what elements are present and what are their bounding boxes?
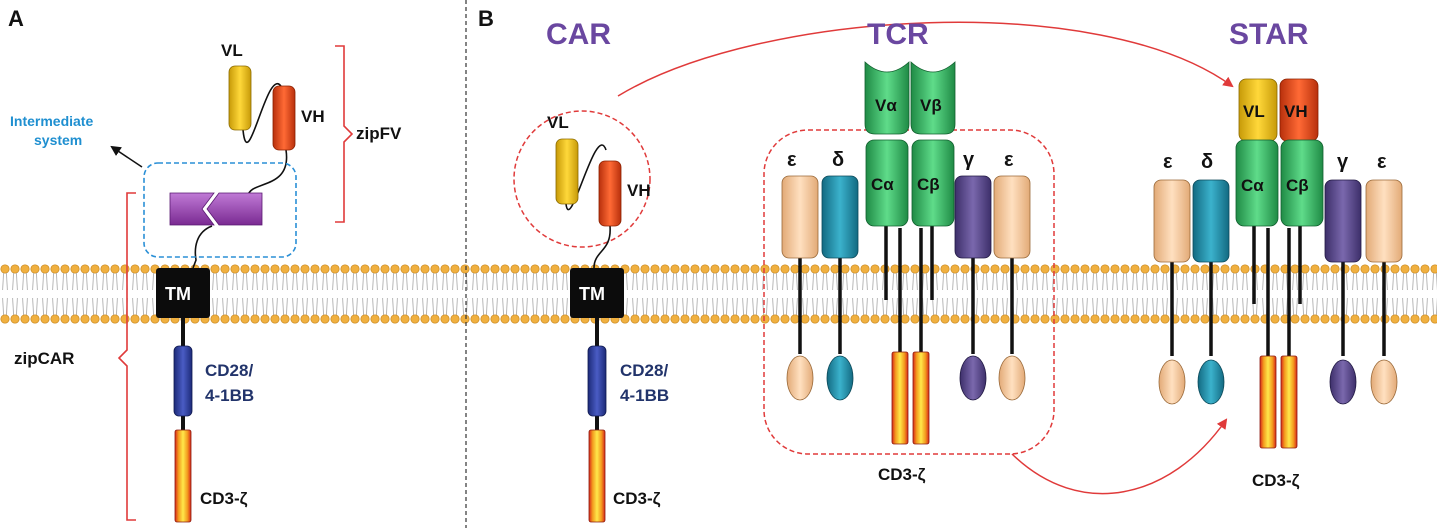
tcr-valpha-domain bbox=[864, 61, 910, 135]
tcr-epsilon1-label: ε bbox=[787, 149, 797, 171]
star-gamma-label: γ bbox=[1337, 151, 1349, 173]
zipper-domain-right bbox=[206, 192, 263, 226]
star-cbeta-domain bbox=[1280, 139, 1324, 227]
tcr-to-star-arrow bbox=[1011, 418, 1228, 495]
panel-a-letter: A bbox=[8, 6, 24, 31]
panel-b: B CAR VL VH TM CD28/ 4-1BB CD3-ζ TCR bbox=[478, 6, 1403, 523]
vh-label: VH bbox=[301, 107, 325, 126]
vl-label: VL bbox=[221, 41, 243, 60]
tcr-title: TCR bbox=[867, 18, 929, 51]
tcr-delta-itam bbox=[826, 355, 854, 401]
car-scfv-linker bbox=[565, 144, 611, 269]
tcr-zeta2-domain bbox=[912, 351, 930, 445]
star-epsilon1-label: ε bbox=[1163, 151, 1173, 173]
tcr-epsilon2-domain bbox=[993, 175, 1031, 259]
star-zeta1-domain bbox=[1259, 355, 1277, 449]
star-calpha-label: Cα bbox=[1241, 176, 1264, 195]
star-gamma-domain bbox=[1324, 179, 1362, 263]
car-tm-label: TM bbox=[579, 284, 605, 304]
car-cd3-zeta-domain bbox=[588, 429, 606, 523]
star-title: STAR bbox=[1229, 18, 1309, 51]
star-vl-label: VL bbox=[1243, 102, 1265, 121]
car-cd28-label-2: 4-1BB bbox=[620, 386, 669, 405]
tcr-dashed-box bbox=[763, 129, 1055, 455]
star-delta-itam bbox=[1197, 359, 1225, 405]
star-cbeta-label: Cβ bbox=[1286, 176, 1309, 195]
tcr-delta-domain bbox=[821, 175, 859, 259]
star-cd3-zeta-label: CD3-ζ bbox=[1252, 471, 1300, 490]
star-epsilon2-label: ε bbox=[1377, 151, 1387, 173]
zipper-domain-left bbox=[169, 192, 215, 226]
cd3-zeta-domain bbox=[174, 429, 192, 523]
zipcar-bracket bbox=[117, 192, 136, 521]
car-vh-label: VH bbox=[627, 181, 651, 200]
zipfv-bracket bbox=[335, 45, 354, 223]
car-vl-label: VL bbox=[547, 113, 569, 132]
panel-a: A VL VH zipFV Intermediate system TM CD2… bbox=[8, 6, 402, 523]
tcr-cbeta-domain bbox=[911, 139, 955, 227]
vl-domain bbox=[228, 65, 252, 131]
tcr-gamma-itam bbox=[959, 355, 987, 401]
tcr-cbeta-label: Cβ bbox=[917, 175, 940, 194]
car-vl-domain bbox=[555, 138, 579, 205]
zipfv-label: zipFV bbox=[356, 124, 402, 143]
car-tm-domain bbox=[570, 268, 624, 318]
panel-b-letter: B bbox=[478, 6, 494, 31]
tcr-complex: TCR Vα Vβ Cα Cβ ε bbox=[763, 18, 1055, 484]
cd28-label-2: 4-1BB bbox=[205, 386, 254, 405]
tcr-calpha-label: Cα bbox=[871, 175, 894, 194]
star-calpha-domain bbox=[1235, 139, 1279, 227]
car-scfv-circle bbox=[513, 110, 651, 248]
car-construct: CAR VL VH TM CD28/ 4-1BB CD3-ζ bbox=[513, 18, 669, 523]
star-epsilon1-itam bbox=[1158, 359, 1186, 405]
tm-label: TM bbox=[165, 284, 191, 304]
tcr-epsilon2-label: ε bbox=[1004, 149, 1014, 171]
zipcar-linker-line bbox=[192, 225, 213, 269]
star-zeta2-domain bbox=[1280, 355, 1298, 449]
tcr-vbeta-label: Vβ bbox=[920, 96, 942, 115]
intermediate-system-label-2: system bbox=[34, 132, 82, 148]
star-epsilon2-itam bbox=[1370, 359, 1398, 405]
car-to-star-arrow bbox=[617, 21, 1234, 97]
cd28-label-1: CD28/ bbox=[205, 361, 253, 380]
cd28-domain bbox=[173, 345, 193, 417]
tcr-gamma-domain bbox=[954, 175, 992, 259]
tm-domain bbox=[156, 268, 210, 318]
car-cd28-domain bbox=[587, 345, 607, 417]
star-gamma-itam bbox=[1329, 359, 1357, 405]
car-title: CAR bbox=[546, 18, 611, 51]
car-cd28-label-1: CD28/ bbox=[620, 361, 668, 380]
star-delta-label: δ bbox=[1201, 151, 1213, 173]
tcr-cd3-zeta-label: CD3-ζ bbox=[878, 465, 926, 484]
tcr-epsilon1-domain bbox=[781, 175, 819, 259]
cell-membrane bbox=[0, 264, 1437, 324]
tcr-epsilon2-itam bbox=[998, 355, 1026, 401]
tcr-valpha-label: Vα bbox=[875, 96, 897, 115]
tcr-gamma-label: γ bbox=[963, 149, 975, 171]
vh-domain bbox=[272, 85, 296, 151]
star-vh-label: VH bbox=[1284, 102, 1308, 121]
tcr-zeta1-domain bbox=[891, 351, 909, 445]
tcr-epsilon1-itam bbox=[786, 355, 814, 401]
intermediate-system-arrow bbox=[110, 145, 143, 168]
car-cd3-zeta-label: CD3-ζ bbox=[613, 489, 661, 508]
tcr-calpha-domain bbox=[865, 139, 909, 227]
zipcar-label: zipCAR bbox=[14, 349, 74, 368]
car-vh-domain bbox=[598, 160, 622, 227]
star-delta-domain bbox=[1192, 179, 1230, 263]
zipfv-linker-loop bbox=[242, 83, 288, 197]
star-complex: STAR VL VH Cα Cβ ε δ bbox=[1153, 18, 1403, 490]
tcr-vbeta-domain bbox=[910, 61, 956, 135]
star-epsilon1-domain bbox=[1153, 179, 1191, 263]
intermediate-system-label-1: Intermediate bbox=[10, 113, 93, 129]
cd3-zeta-label: CD3-ζ bbox=[200, 489, 248, 508]
tcr-delta-label: δ bbox=[832, 149, 844, 171]
intermediate-system-box bbox=[143, 162, 297, 258]
star-epsilon2-domain bbox=[1365, 179, 1403, 263]
